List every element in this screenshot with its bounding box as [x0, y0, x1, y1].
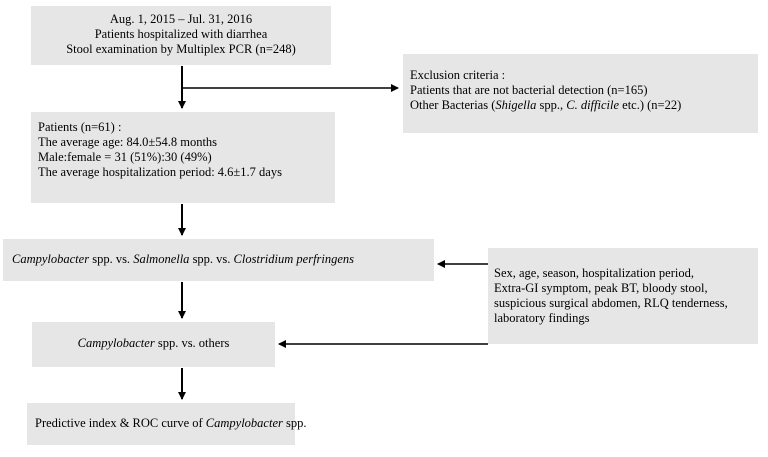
predictive-index-box: Predictive index & ROC curve of Campylob…	[27, 403, 307, 445]
exclusion-criteria-box: Exclusion criteria : Patients that are n…	[403, 54, 758, 133]
predictive-index-text: Predictive index & ROC curve of Campylob…	[35, 416, 307, 430]
pathogen-comparison-box: Campylobacter spp. vs. Salmonella spp. v…	[3, 239, 434, 281]
hospitalization-period: The average hospitalization period: 4.6±…	[38, 165, 282, 179]
population-text: Patients hospitalized with diarrhea	[94, 27, 268, 41]
pathogen-comparison-text: Campylobacter spp. vs. Salmonella spp. v…	[12, 252, 355, 266]
variables-line-4: laboratory findings	[494, 311, 590, 325]
exclusion-line-2: Other Bacterias (Shigella spp., C. diffi…	[410, 98, 682, 112]
study-period-text: Aug. 1, 2015 – Jul. 31, 2016	[109, 12, 253, 26]
variables-box: Sex, age, season, hospitalization period…	[488, 248, 758, 344]
pcr-text: Stool examination by Multiplex PCR (n=24…	[66, 42, 296, 56]
variables-line-3: suspicious surgical abdomen, RLQ tendern…	[494, 296, 728, 310]
variables-line-2: Extra-GI symptom, peak BT, bloody stool,	[494, 281, 708, 295]
patients-count: Patients (n=61) :	[38, 120, 122, 134]
study-population-box: Aug. 1, 2015 – Jul. 31, 2016 Patients ho…	[31, 6, 331, 65]
variables-line-1: Sex, age, season, hospitalization period…	[494, 266, 694, 280]
campylobacter-vs-others-box: Campylobacter spp. vs. others	[32, 322, 275, 367]
exclusion-title: Exclusion criteria :	[410, 68, 506, 82]
patients-box: Patients (n=61) : The average age: 84.0±…	[31, 112, 335, 203]
average-age: The average age: 84.0±54.8 months	[38, 135, 218, 149]
exclusion-line-1: Patients that are not bacterial detectio…	[410, 83, 648, 97]
sex-ratio: Male:female = 31 (51%):30 (49%)	[38, 150, 212, 164]
campylobacter-vs-others-text: Campylobacter spp. vs. others	[77, 336, 230, 350]
